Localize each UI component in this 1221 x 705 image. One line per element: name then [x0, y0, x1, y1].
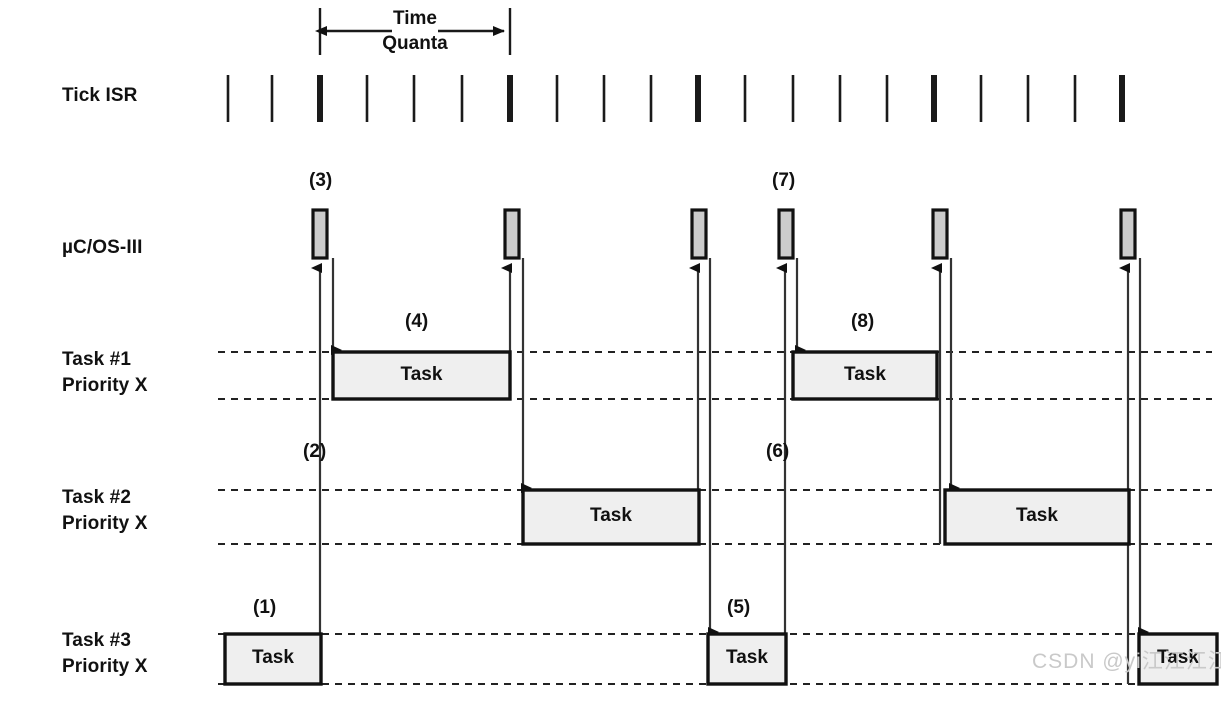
- os-kernel-bar: [503, 208, 521, 260]
- step-1-label: (1): [253, 597, 277, 618]
- task-box-label: Task: [252, 647, 294, 668]
- step-3-label: (3): [309, 170, 333, 191]
- time-quanta-label: Time Quanta: [382, 8, 448, 54]
- task-box-label: Task: [1016, 505, 1058, 526]
- context-switch-arrows: [311, 258, 1149, 684]
- os-kernel-bar: [311, 208, 329, 260]
- tick-isr-marks: [226, 75, 1125, 122]
- step-2-label: (2): [303, 441, 327, 462]
- task-box-task3: [223, 632, 323, 686]
- os-kernel-bar: [1119, 208, 1137, 260]
- row-label-tick-isr: Tick ISR: [62, 85, 138, 106]
- csdn-watermark: CSDN @yi江江江江: [1032, 650, 1221, 673]
- task-box-task3: [706, 632, 788, 686]
- task-box-task1: [791, 350, 939, 401]
- task-box-label: Task: [590, 505, 632, 526]
- task-box-task1: [331, 350, 512, 401]
- step-7-label: (7): [772, 170, 796, 191]
- row-label-os: µC/OS-III: [62, 237, 143, 258]
- os-kernel-bar: [777, 208, 795, 260]
- task-box-task3: [1137, 632, 1219, 686]
- task-box-label: Task: [844, 363, 886, 385]
- row-label-task1: Task #1 Priority X: [62, 349, 148, 396]
- task-box-label: Task: [726, 647, 768, 668]
- step-5-label: (5): [727, 597, 751, 618]
- os-kernel-bar: [690, 208, 708, 260]
- time-quanta-bracket: [315, 8, 512, 55]
- row-label-task3: Task #3 Priority X: [62, 630, 148, 677]
- os-kernel-bar: [931, 208, 949, 260]
- task-box-task2: [521, 488, 701, 546]
- row-label-task2: Task #2 Priority X: [62, 487, 148, 534]
- task-box-label: Task: [1157, 647, 1199, 668]
- step-4-label: (4): [405, 311, 429, 332]
- task-execution-boxes: [223, 350, 1219, 686]
- task-box-label: Task: [400, 363, 443, 385]
- step-8-label: (8): [851, 311, 875, 332]
- os-kernel-bars: [311, 208, 1137, 260]
- task-box-task2: [943, 488, 1131, 546]
- step-6-label: (6): [766, 441, 790, 462]
